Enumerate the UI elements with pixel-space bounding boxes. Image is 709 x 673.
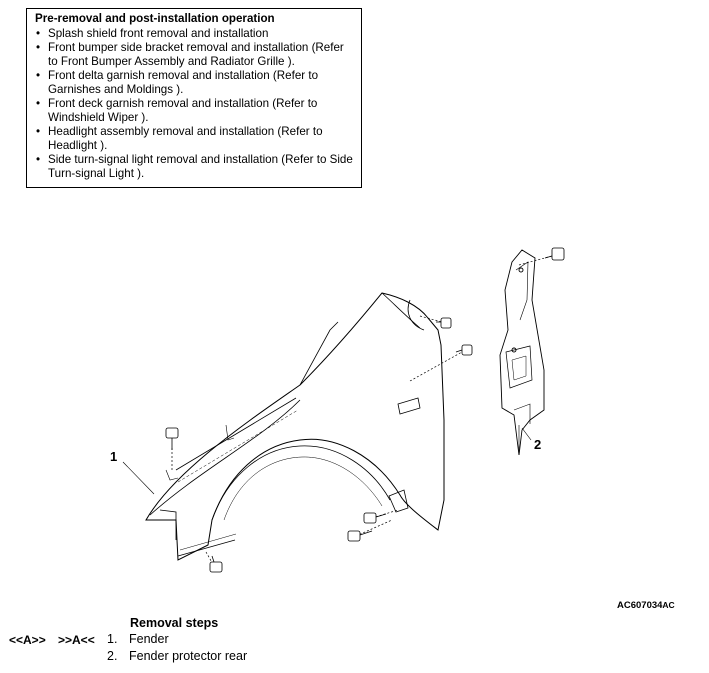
bolt-icon: [544, 247, 565, 261]
note-item: Side turn-signal light removal and insta…: [35, 153, 355, 181]
bolt-guide-lines: [171, 255, 553, 567]
bolt-icons: [165, 247, 565, 573]
note-item: Front bumper side bracket removal and in…: [35, 41, 355, 69]
fender-protector-illustration: [499, 249, 545, 456]
callout-2: 2: [534, 437, 542, 452]
callout-leaders: [122, 427, 532, 495]
note-item: Headlight assembly removal and installat…: [35, 125, 355, 153]
bolt-icon: [455, 344, 473, 356]
figure-id-suffix: AC: [662, 600, 675, 610]
bolt-icon: [436, 317, 452, 329]
removal-step: 2. Fender protector rear: [107, 649, 247, 663]
bolt-icon: [347, 530, 373, 542]
removal-steps-title: Removal steps: [130, 616, 219, 630]
removal-step: 1. Fender: [107, 632, 169, 646]
bolt-icon: [165, 427, 179, 450]
step-number: 2.: [107, 649, 118, 663]
step-label: Fender: [129, 632, 169, 646]
callout-1: 1: [110, 449, 118, 464]
note-title: Pre-removal and post-installation operat…: [35, 12, 275, 25]
reference-mark-installation: >>A<<: [58, 633, 95, 647]
step-label: Fender protector rear: [129, 649, 248, 663]
note-item: Front deck garnish removal and installat…: [35, 97, 355, 125]
note-item: Splash shield front removal and installa…: [35, 27, 355, 41]
step-number: 1.: [107, 632, 118, 646]
note-item: Front delta garnish removal and installa…: [35, 69, 355, 97]
fender-illustration: [145, 292, 445, 561]
figure-id-number: AC607034: [617, 600, 663, 611]
figure-id: AC607034AC: [617, 600, 675, 611]
note-list: Splash shield front removal and installa…: [35, 27, 355, 181]
bolt-icon: [209, 555, 223, 573]
bolt-icon: [363, 512, 387, 524]
pre-removal-note-box: Pre-removal and post-installation operat…: [26, 8, 362, 188]
reference-mark-removal: <<A>>: [9, 633, 46, 647]
